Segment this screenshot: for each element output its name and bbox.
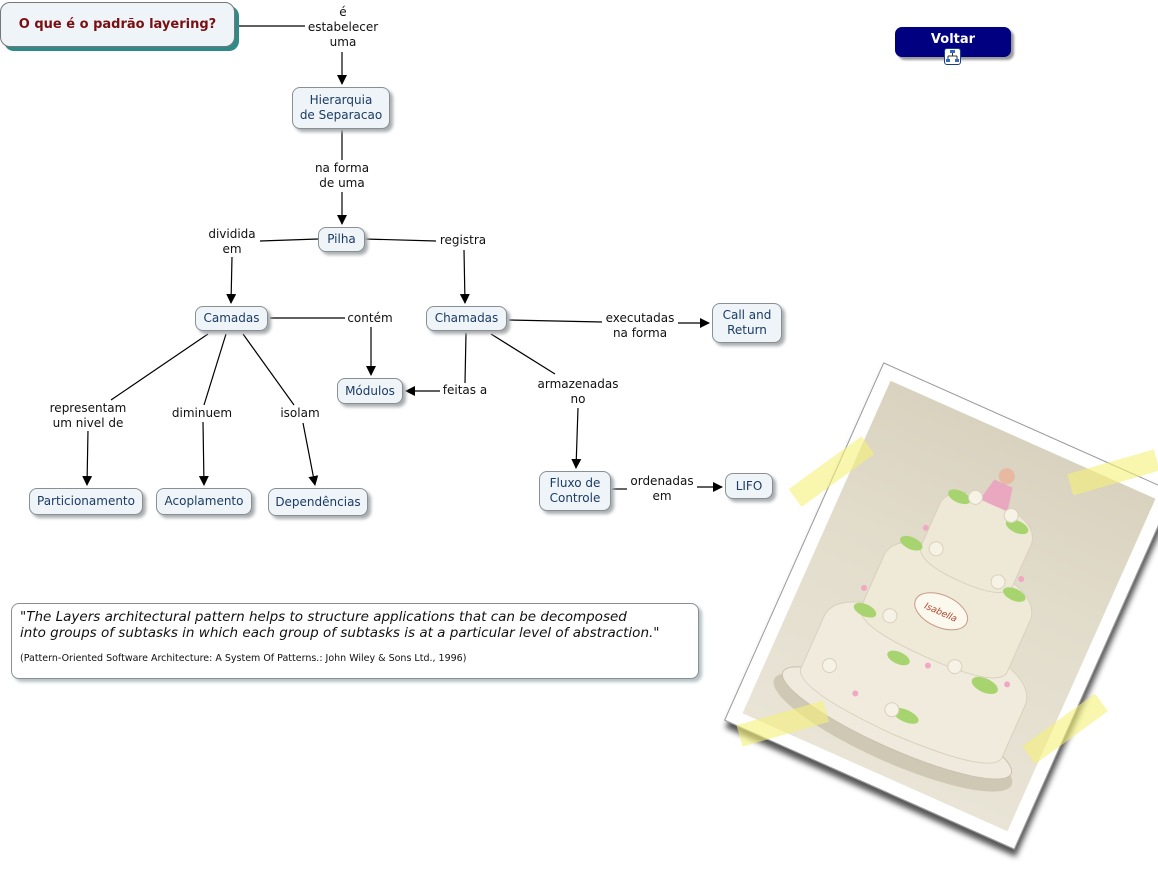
link-ordenadas-em: ordenadas em [630,474,694,504]
link-feitas-a: feitas a [442,383,488,398]
quote-source: (Pattern-Oriented Software Architecture:… [20,653,467,664]
link-na-forma-de-uma: na forma de uma [314,161,370,191]
concept-map-connections [82,25,723,492]
root-concept-label: O que é o padrão layering? [18,17,217,32]
concept-label: Fluxo de Controle [549,476,601,505]
link-isolam: isolam [280,406,320,421]
concept-chamadas[interactable]: Chamadas [426,306,507,331]
edge-registra-chamadas [459,249,470,304]
concept-lifo[interactable]: LIFO [725,473,773,499]
concept-label: Dependências [275,494,361,509]
cake-photo: Isabella [724,362,1158,850]
concept-label: Particionamento [37,494,135,508]
concept-label: Hierarquia de Separacao [299,93,383,122]
concept-label: Camadas [203,311,260,325]
quote-text: "The Layers architectural pattern helps … [20,609,660,641]
concept-acoplamento[interactable]: Acoplamento [156,488,252,515]
edge-camadas-representam [110,333,209,401]
edge-representam-particionamento [82,429,93,486]
back-button[interactable]: Voltar [895,27,1011,57]
edge-camadas-isolam [242,333,295,406]
edge-diminuem-acoplamento [198,421,209,486]
link-armazenadas-no: armazenadas no [537,377,619,407]
concept-dependencias[interactable]: Dependências [268,488,368,516]
concept-call-and-return[interactable]: Call and Return [712,303,782,343]
link-dividida-em: dividida em [208,227,256,257]
link-registra: registra [439,233,487,248]
link-executadas-na-forma: executadas na forma [605,311,675,341]
edge-pilha-dividida [259,238,319,242]
concept-label: Módulos [345,383,395,398]
link-diminuem: diminuem [171,406,233,421]
concept-label: Acoplamento [164,494,244,508]
edge-armazenadas-fluxo [571,407,582,469]
edge-isolam-dependencias [302,422,319,486]
concept-modulos[interactable]: Módulos [337,378,403,404]
link-contem: contém [347,311,393,326]
concept-fluxo-de-controle[interactable]: Fluxo de Controle [539,471,611,511]
cake-image: Isabella [742,380,1156,832]
concept-label: Call and Return [722,308,772,337]
edge-chamadas-feitas [464,332,467,384]
concept-pilha[interactable]: Pilha [318,227,365,252]
concept-map-icon[interactable] [944,48,961,65]
back-button-label: Voltar [930,32,976,47]
concept-label: LIFO [735,478,763,493]
concept-hierarquia[interactable]: Hierarquia de Separacao [292,87,390,129]
edge-camadas-diminuem [203,333,227,406]
root-concept-node[interactable]: O que é o padrão layering? [0,2,235,47]
concept-label: Pilha [327,232,356,246]
edge-chamadas-executadas [508,319,603,323]
edge-dividida-camadas [226,256,237,304]
edge-chamadas-armazenadas [490,333,556,375]
link-representam: representam um nivel de [49,401,127,431]
quote-box: "The Layers architectural pattern helps … [11,603,699,679]
concept-label: Chamadas [434,311,499,325]
concept-camadas[interactable]: Camadas [195,306,268,331]
link-estabelecer: é estabelecer uma [307,5,379,50]
concept-particionamento[interactable]: Particionamento [29,488,143,515]
edge-pilha-registra [364,238,437,242]
